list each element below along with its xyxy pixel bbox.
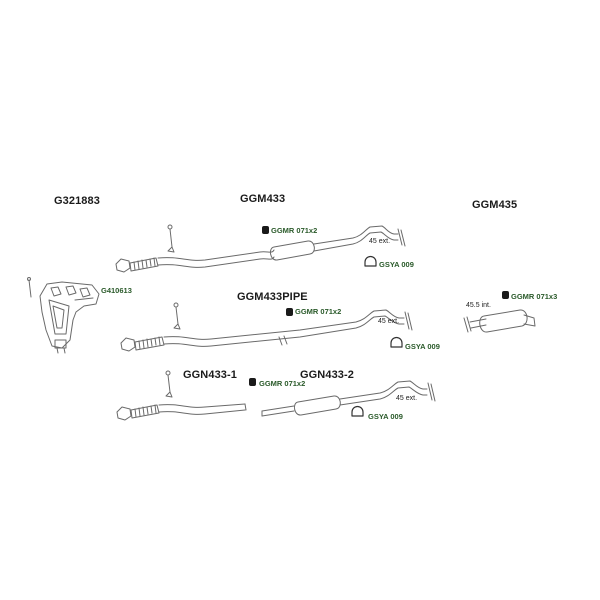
- manifold-catalyst: [27, 277, 100, 354]
- accessory-label-gsya-2: GSYA 009: [405, 342, 440, 351]
- part-label-ggm435: GGM435: [472, 199, 518, 211]
- accessory-label-gsya-3: GSYA 009: [368, 412, 403, 421]
- ggm433pipe-assembly: [120, 302, 413, 352]
- clamp-icon: [351, 255, 403, 417]
- accessory-label-ggmr-1: GGMR 071x2: [271, 226, 318, 235]
- part-label-ggm433: GGM433: [240, 193, 286, 205]
- dimension-label-ggn433-2: 45 ext.: [396, 395, 418, 402]
- accessory-label-gsya-1: GSYA 009: [379, 260, 414, 269]
- accessory-label-g410613: G410613: [101, 286, 132, 295]
- ggn433-2-assembly: [261, 380, 436, 417]
- accessory-label-ggmr-4: GGMR 071x2: [259, 379, 306, 388]
- accessory-label-ggmr-3: GGMR 071x2: [295, 307, 342, 316]
- ggm435-assembly: [463, 309, 536, 333]
- rubber-mount-icon: [249, 226, 509, 386]
- dimension-label-ggm433: 45 ext.: [369, 238, 391, 245]
- ggn433-1-assembly: [116, 370, 247, 421]
- dimension-label-ggm433pipe: 45 ext.: [378, 318, 400, 325]
- part-label-ggm433pipe: GGM433PIPE: [237, 291, 308, 303]
- dimension-label-ggm435: 45.5 int.: [466, 302, 491, 309]
- part-label-ggn433-2: GGN433-2: [300, 369, 354, 381]
- ggm433-assembly: [115, 224, 406, 273]
- accessory-label-ggmr-2: GGMR 071x3: [511, 292, 558, 301]
- part-label-ggn433-1: GGN433-1: [183, 369, 237, 381]
- part-label-g321883: G321883: [54, 195, 100, 207]
